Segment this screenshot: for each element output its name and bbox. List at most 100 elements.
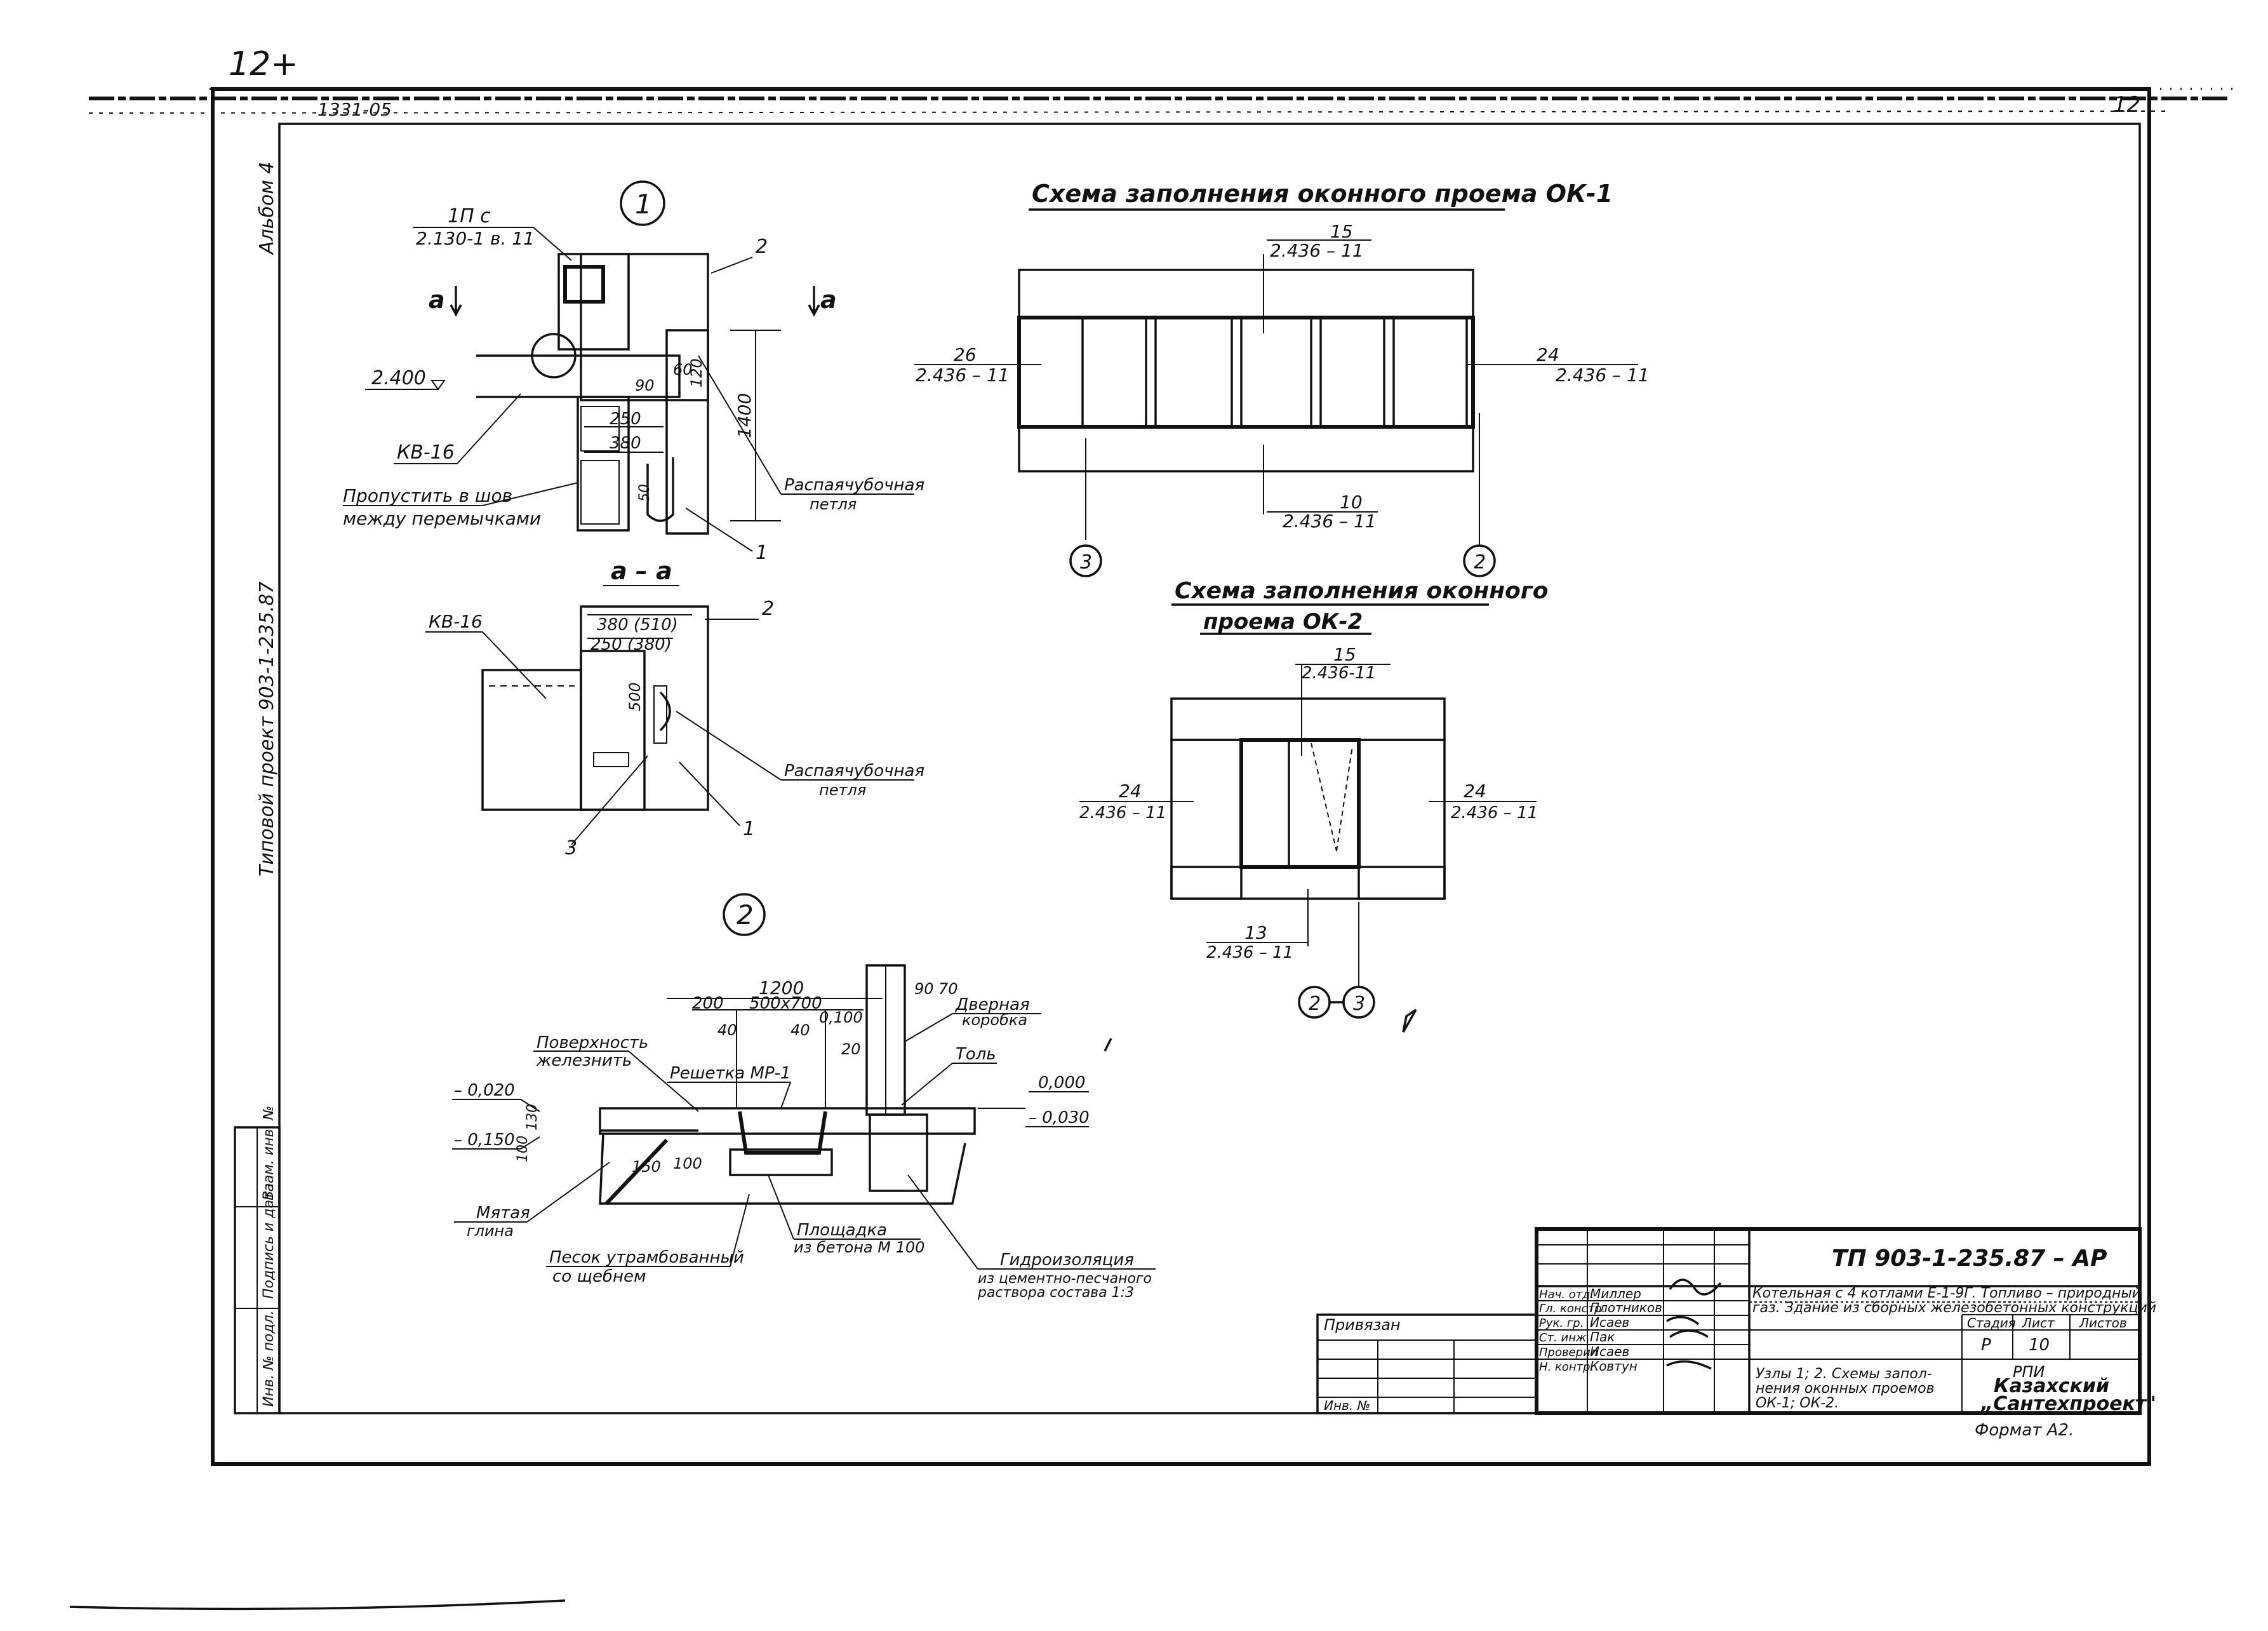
stamp-role-0: Нач. отд.	[1539, 1288, 1594, 1301]
stamp-sheets-h: Листов	[2079, 1315, 2127, 1331]
ok1-title: Схема заполнения оконного проема ОК-1	[1032, 180, 1613, 208]
d2-door-2: коробка	[962, 1011, 1027, 1029]
stamp-code: ТП 903-1-235.87 – АР	[1832, 1245, 2107, 1272]
num-1-d1: 1	[756, 542, 768, 564]
aa-dim-500: 500	[626, 682, 644, 711]
stray-arrow	[1104, 1009, 1417, 1052]
inner-frame	[278, 123, 2141, 1414]
note-ref: 2.130-1 в. 11	[416, 228, 535, 249]
pit	[738, 1111, 827, 1155]
d2-dim-100b: 100	[673, 1155, 702, 1172]
stamp-org-2: Казахский	[1994, 1375, 2109, 1397]
dim-60: 60	[673, 361, 693, 379]
d2-dim-130: 130	[524, 1104, 540, 1131]
side-album-label: Альбом 4	[256, 162, 278, 256]
stamp-name-1: Плотников	[1590, 1300, 1662, 1315]
ok1-top-lintel	[1018, 269, 1474, 319]
d2-dim-40b: 40	[790, 1021, 810, 1039]
dim-1400: 1400	[734, 393, 755, 438]
stamp-name-0: Миллер	[1590, 1286, 1641, 1301]
aa-kv-label: КВ-16	[429, 611, 483, 632]
d2-dim-70: 70	[938, 980, 958, 998]
stamp-stage: Р	[1981, 1336, 1991, 1355]
d2-level-left-2: – 0,150	[454, 1131, 515, 1150]
stamp-org-3: „Сантехпроект"	[1980, 1393, 2156, 1415]
dim-380: 380	[610, 434, 641, 453]
d2-dim-40a: 40	[717, 1021, 737, 1039]
d2-dim-1200: 1200	[759, 977, 804, 998]
title-block: ТП 903-1-235.87 – АР Котельная с 4 котла…	[1316, 1227, 2156, 1440]
ok1-marker-2-label: 2	[1474, 551, 1486, 574]
ok1-window	[1017, 316, 1475, 429]
detail-2-marker	[723, 893, 766, 936]
section-mark-left: a	[429, 286, 445, 314]
d2-dim-20: 20	[841, 1040, 861, 1058]
d2-sand-2: со щебнем	[552, 1267, 646, 1286]
aa-num-3: 3	[565, 837, 577, 859]
aa-num-1: 1	[743, 818, 755, 840]
num-2-d1: 2	[756, 236, 768, 258]
wall-lower	[577, 396, 630, 532]
d2-level-right-2: – 0,030	[1029, 1108, 1090, 1127]
floor-slab	[599, 1107, 976, 1135]
stamp-title-2: газ. Здание из сборных железобетонных ко…	[1752, 1300, 2156, 1316]
stamp-format: Формат А2.	[1975, 1421, 2074, 1440]
ok2-scheme: Схема заполнения оконного проема ОК-2 15…	[1079, 578, 1548, 1019]
sheet-number-top: 12	[2113, 92, 2140, 117]
section-mark-right: a	[820, 286, 837, 314]
ok2-right-num: 24	[1464, 781, 1486, 802]
d2-level-0100: 0,100	[819, 1009, 863, 1026]
d2-wp-1: Гидроизоляция	[1000, 1251, 1134, 1270]
dim-90: 90	[635, 377, 655, 394]
ok2-left-num: 24	[1119, 781, 1142, 802]
aa-loop-2: петля	[819, 781, 866, 799]
ok1-right-num: 24	[1537, 344, 1559, 365]
detail-2-marker-label: 2	[737, 899, 754, 930]
note-cap: 1П с	[448, 205, 491, 227]
ok2-left-ref: 2.436 – 11	[1079, 803, 1166, 822]
seal-note-2: между перемычками	[343, 508, 541, 529]
level-2400: 2.400	[371, 367, 426, 389]
d2-wp-3: раствора состава 1:3	[977, 1285, 1134, 1301]
dim-250: 250	[610, 410, 641, 429]
ok2-bottom-ref: 2.436 – 11	[1206, 943, 1293, 962]
ok2-title-1: Схема заполнения оконного	[1175, 578, 1548, 604]
ok2-top-ref: 2.436-11	[1302, 664, 1376, 683]
detail-1: 1 1400 120 90 60 250 380 50 1П с 2.130-1…	[343, 180, 924, 564]
d2-level-left-1: – 0,020	[454, 1081, 515, 1100]
d2-clay-1: Мятая	[476, 1204, 530, 1223]
d2-dim-100: 100	[515, 1136, 531, 1162]
stamp-desc-2: нения оконных проемов	[1756, 1381, 1935, 1397]
d2-dim-90: 90	[914, 980, 934, 998]
ok1-bottom-num: 10	[1340, 492, 1363, 513]
d2-pad-1: Площадка	[797, 1221, 887, 1240]
ok1-bottom-lintel	[1018, 426, 1474, 473]
stamp-name-3: Пак	[1590, 1329, 1615, 1345]
d2-dim-150: 150	[632, 1158, 661, 1176]
ok1-top-num: 15	[1330, 221, 1353, 242]
ok2-bottom-num: 13	[1244, 922, 1267, 943]
d2-tol: Толь	[956, 1045, 996, 1064]
d2-wp-2: из цементно-песчаного	[978, 1271, 1152, 1287]
d2-sand-1: Песок утрамбованный	[549, 1248, 744, 1267]
ok2-marker-3	[1342, 986, 1375, 1019]
d2-dim-500x700: 500х700	[749, 994, 822, 1013]
ok1-top-ref: 2.436 – 11	[1270, 240, 1364, 261]
stamp-sheet-h: Лист	[2022, 1315, 2055, 1331]
detail-1-marker	[620, 180, 665, 226]
ok1-left-ref: 2.436 – 11	[916, 365, 1010, 386]
strip-inv: Инв. № подл.	[261, 1310, 277, 1407]
stamp-org-1: РПИ	[2013, 1363, 2045, 1381]
strip-zam: Взам. инв. №	[261, 1106, 277, 1200]
d2-dim-200: 200	[692, 994, 724, 1013]
wall-upper	[580, 253, 709, 401]
stamp-role-2: Рук. гр.	[1539, 1317, 1584, 1330]
stamp-role-1: Гл. констр.	[1539, 1302, 1605, 1315]
section-aa: а – а 380 (510) 250 (380) 500 КВ-16 2 Ра…	[425, 557, 924, 859]
stamp-inv: Инв. №	[1324, 1398, 1370, 1413]
stamp-name-2: Исаев	[1590, 1315, 1629, 1330]
side-project-label: Типовой проект 903-1-235.87	[256, 582, 278, 876]
corner-mark: 12+	[229, 45, 298, 83]
ok2-marker-2-label: 2	[1309, 993, 1321, 1015]
aa-num-2: 2	[762, 598, 774, 620]
